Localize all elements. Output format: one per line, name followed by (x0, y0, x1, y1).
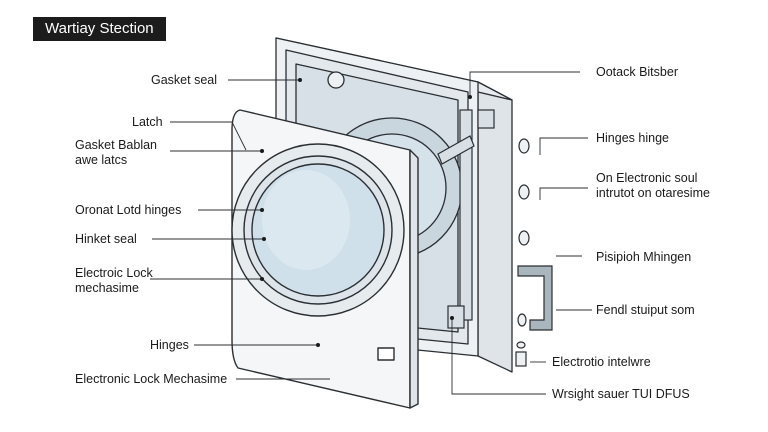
hinge-bolt-3 (518, 230, 530, 246)
hinge-bolt-1 (518, 138, 530, 154)
label-latch: Latch (132, 115, 163, 129)
label-hinges-hinge: Hinges hinge (596, 131, 669, 145)
door-edge (409, 149, 419, 409)
door (231, 109, 419, 409)
label-on-electronic-soul: On Electronic soul intrutot on otaresime (596, 171, 710, 200)
label-pisipioh-mhingen: Pisipioh Mhingen (596, 250, 692, 264)
door-latch (377, 347, 395, 361)
door-glass-highlight (262, 170, 350, 270)
hinge-bracket (517, 265, 553, 331)
label-ootack-bitsber: Ootack Bitsber (596, 65, 678, 79)
label-gasket-seal: Gasket seal (151, 73, 218, 87)
vent-port (327, 71, 345, 89)
label-oronat-hinges: Oronat Lotd hinges (75, 203, 182, 217)
label-wrsight-sauer: Wrsight sauer TUI DFUS (552, 387, 690, 401)
hinge-bolt-2 (518, 184, 530, 200)
electronic-sensor (515, 351, 527, 367)
leader-dots (260, 78, 472, 347)
sensor-cap (516, 341, 526, 349)
label-electroic-lock: Electroic Lock mechasime (75, 266, 153, 295)
label-gasket-bablan: Gasket Bablan awe latcs (75, 138, 157, 167)
label-hinket-seal: Hinket seal (75, 232, 137, 246)
label-electronic-lock-mechasime: Electronic Lock Mechasime (75, 372, 228, 386)
hinge-bolt-4 (517, 313, 527, 327)
hardware-parts (515, 138, 553, 367)
cabinet-hinge-bracket (437, 109, 495, 329)
label-fendl-stuiput: Fendl stuiput som (596, 303, 695, 317)
label-hinges-left: Hinges (150, 338, 189, 352)
diagram-title: Wartiay Stection (33, 17, 166, 41)
leader-lines (150, 71, 592, 395)
label-electrotio-intelwre: Electrotio intelwre (552, 355, 651, 369)
